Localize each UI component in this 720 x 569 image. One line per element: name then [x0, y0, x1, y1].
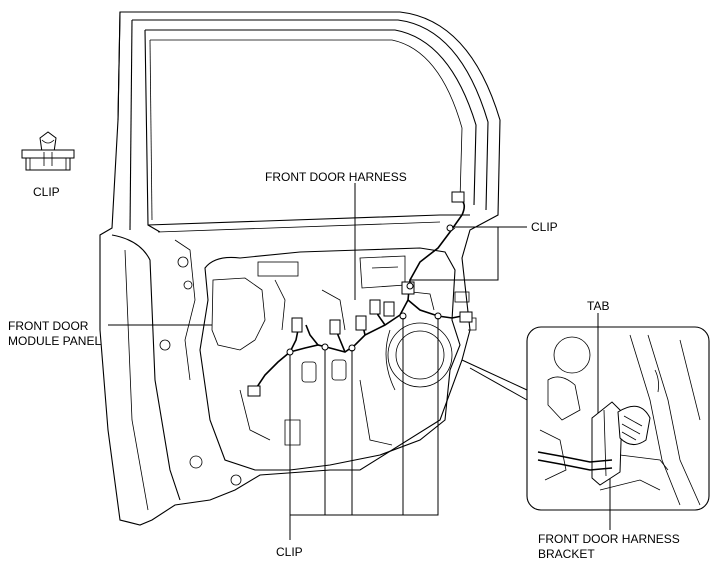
wire-harness: [247, 191, 473, 397]
door-frame: [99, 11, 501, 526]
module-panel-label-line2: MODULE PANEL: [8, 334, 101, 348]
detail-inset: [526, 326, 710, 511]
clip-legend-label: CLIP: [33, 185, 60, 199]
leader-lines: [108, 183, 611, 540]
clip-bottom-label: CLIP: [276, 545, 303, 559]
clip-upper-label: CLIP: [531, 220, 558, 234]
front-door-harness-label: FRONT DOOR HARNESS: [265, 170, 407, 184]
module-panel: [199, 247, 477, 471]
clip-icon: [21, 131, 75, 171]
module-panel-label-line1: FRONT DOOR: [8, 319, 89, 333]
bracket-label-line2: BRACKET: [538, 547, 595, 561]
bracket-label-line1: FRONT DOOR HARNESS: [538, 532, 680, 546]
tab-label: TAB: [587, 299, 609, 313]
